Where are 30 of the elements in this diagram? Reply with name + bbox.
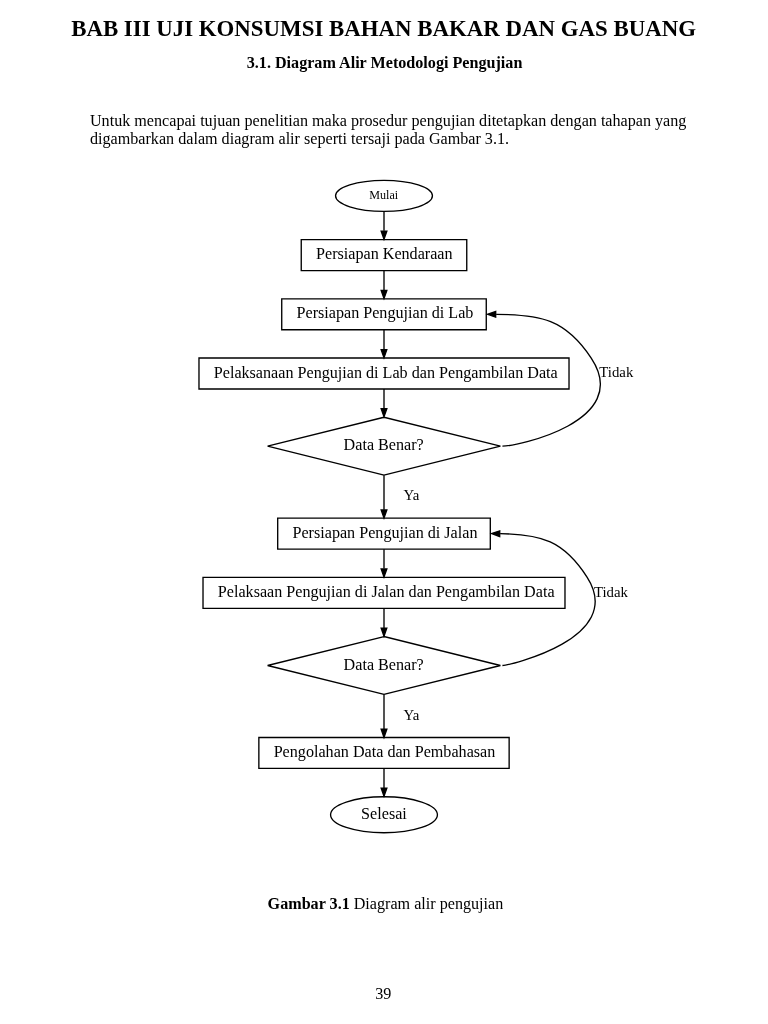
node-box: Pelaksaan Pengujian di Jalan dan Pengambilan Data bbox=[202, 576, 566, 609]
node-diamond: Data Benar? bbox=[266, 416, 502, 476]
edge-label: Ya bbox=[403, 487, 420, 504]
arrow bbox=[380, 329, 388, 360]
diagram-title: BAB III UJI KONSUMSI BAHAN BAKAR DAN GAS BUANG bbox=[71, 15, 697, 41]
label: Untuk mencapai tujuan penelitian maka prosedur pengujian ditetapkan dengan tahapan yang digambarkan dalam diagram alir seperti tersaji pada Gambar 3.1. bbox=[89, 112, 687, 147]
arrow bbox=[380, 270, 388, 301]
label: 3.1. Diagram Alir Metodologi Pengujian bbox=[246, 54, 523, 72]
node-ellipse: Selesai bbox=[329, 796, 439, 834]
edge-label: Tidak bbox=[599, 364, 634, 381]
node-diamond: Data Benar? bbox=[266, 635, 502, 696]
node-box: Pelaksanaan Pengujian di Lab dan Pengambilan Data bbox=[198, 357, 570, 390]
arrow bbox=[380, 210, 388, 242]
arrow bbox=[380, 548, 388, 580]
arrow bbox=[380, 767, 388, 799]
arrow bbox=[380, 607, 388, 639]
node-box: Pengolahan Data dan Pembahasan bbox=[258, 736, 510, 770]
arrow bbox=[485, 310, 601, 447]
node-box: Persiapan Pengujian di Jalan bbox=[277, 517, 491, 550]
arrow bbox=[380, 474, 388, 521]
edge-label: Tidak bbox=[593, 583, 628, 600]
caption: Gambar 3.1 Diagram alir pengujian bbox=[267, 895, 504, 912]
label: 39 bbox=[375, 985, 392, 1003]
node-box: Persiapan Pengujian di Lab bbox=[281, 298, 487, 331]
arrow bbox=[380, 693, 388, 740]
arrow bbox=[489, 529, 596, 667]
node-ellipse: Mulai bbox=[334, 179, 434, 213]
node-box: Persiapan Kendaraan bbox=[300, 238, 468, 272]
arrow bbox=[380, 388, 388, 419]
edge-label: Ya bbox=[403, 706, 420, 723]
